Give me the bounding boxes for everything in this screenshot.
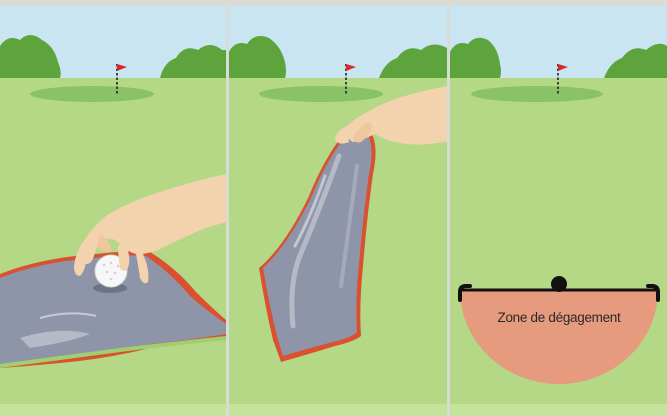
ball-position-marker [551,276,567,292]
fairway-edge [229,404,447,416]
panel-step-2 [229,6,447,416]
panel-step-1 [0,6,226,416]
putting-green [471,86,603,102]
panel-step-3: Zone de dégagement [450,6,667,416]
fairway-edge [0,404,226,416]
putting-green [30,86,154,102]
fairway-edge [450,404,667,416]
putting-green [259,86,383,102]
relief-zone-label: Zone de dégagement [498,310,621,325]
